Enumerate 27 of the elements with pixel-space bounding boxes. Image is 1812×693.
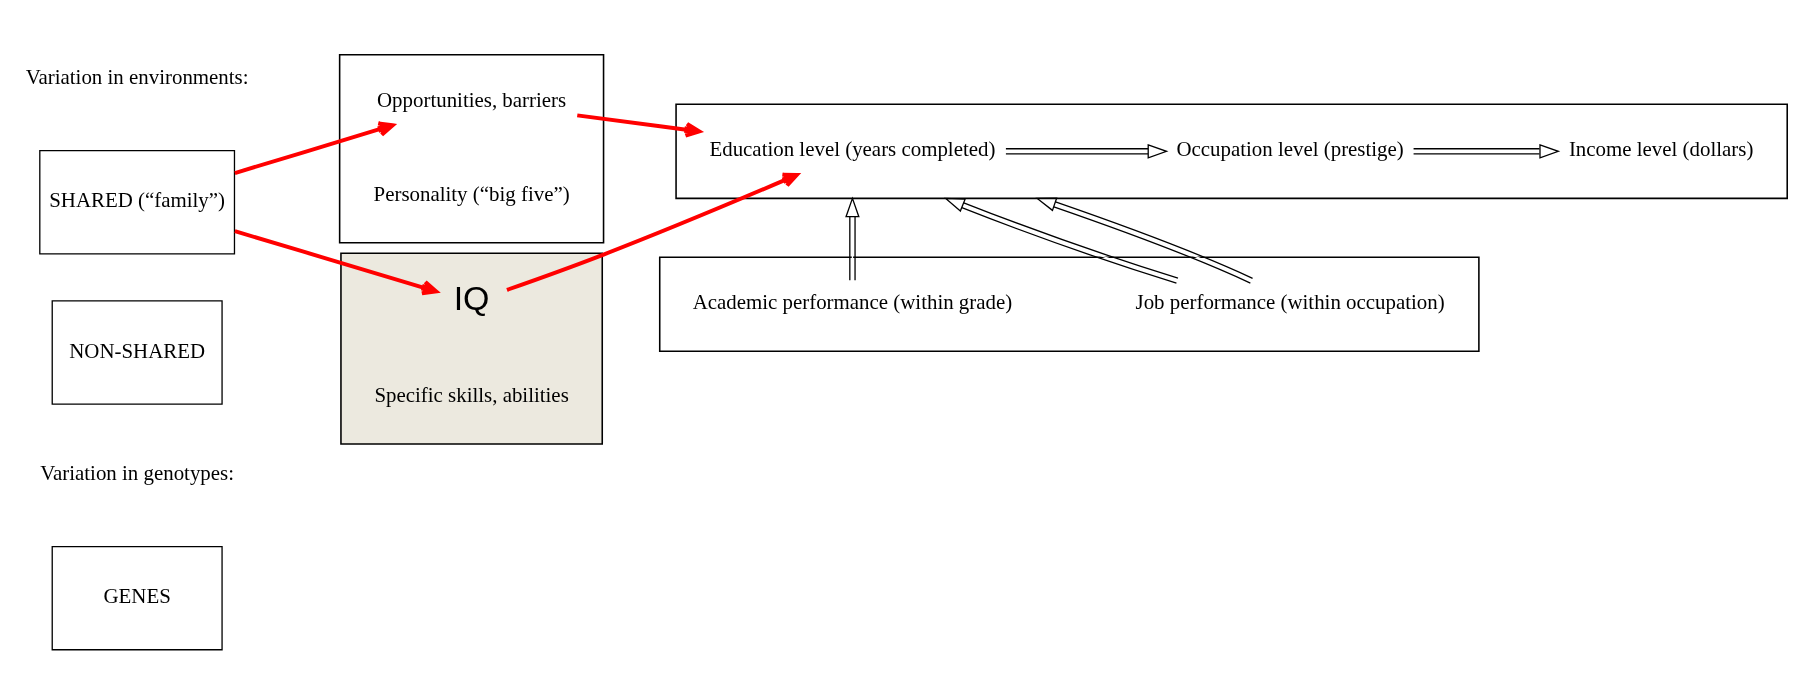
node-text: Specific skills, abilities bbox=[374, 382, 569, 407]
label: Variation in environments: bbox=[25, 64, 249, 89]
node-text: Academic performance (within grade) bbox=[692, 289, 1013, 314]
cluster bbox=[338, 53, 605, 244]
cluster bbox=[658, 255, 1480, 352]
arrow bbox=[943, 197, 1179, 284]
arrow bbox=[1005, 143, 1169, 159]
node-text: IQ bbox=[453, 278, 490, 317]
node-text: Education level (years completed) bbox=[709, 136, 996, 161]
cluster bbox=[675, 103, 1788, 199]
node-text: Income level (dollars) bbox=[1568, 136, 1754, 161]
arrow bbox=[234, 228, 439, 295]
arrow bbox=[234, 121, 395, 175]
node-text: Personality (“big five”) bbox=[373, 181, 570, 206]
node-box: SHARED (“family”) bbox=[39, 149, 236, 255]
arrow bbox=[506, 172, 799, 292]
arrow bbox=[577, 112, 702, 137]
cluster bbox=[340, 251, 604, 445]
node-text: Opportunities, barriers bbox=[377, 87, 567, 112]
node-text: Occupation level (prestige) bbox=[1176, 136, 1404, 161]
node-text: Job performance (within occupation) bbox=[1135, 289, 1445, 314]
node-box: NON-SHARED bbox=[51, 299, 223, 405]
arrow bbox=[845, 195, 860, 281]
arrow bbox=[1412, 143, 1561, 159]
label: Variation in genotypes: bbox=[40, 460, 235, 485]
node-box: GENES bbox=[51, 545, 223, 650]
arrow bbox=[1035, 197, 1254, 284]
